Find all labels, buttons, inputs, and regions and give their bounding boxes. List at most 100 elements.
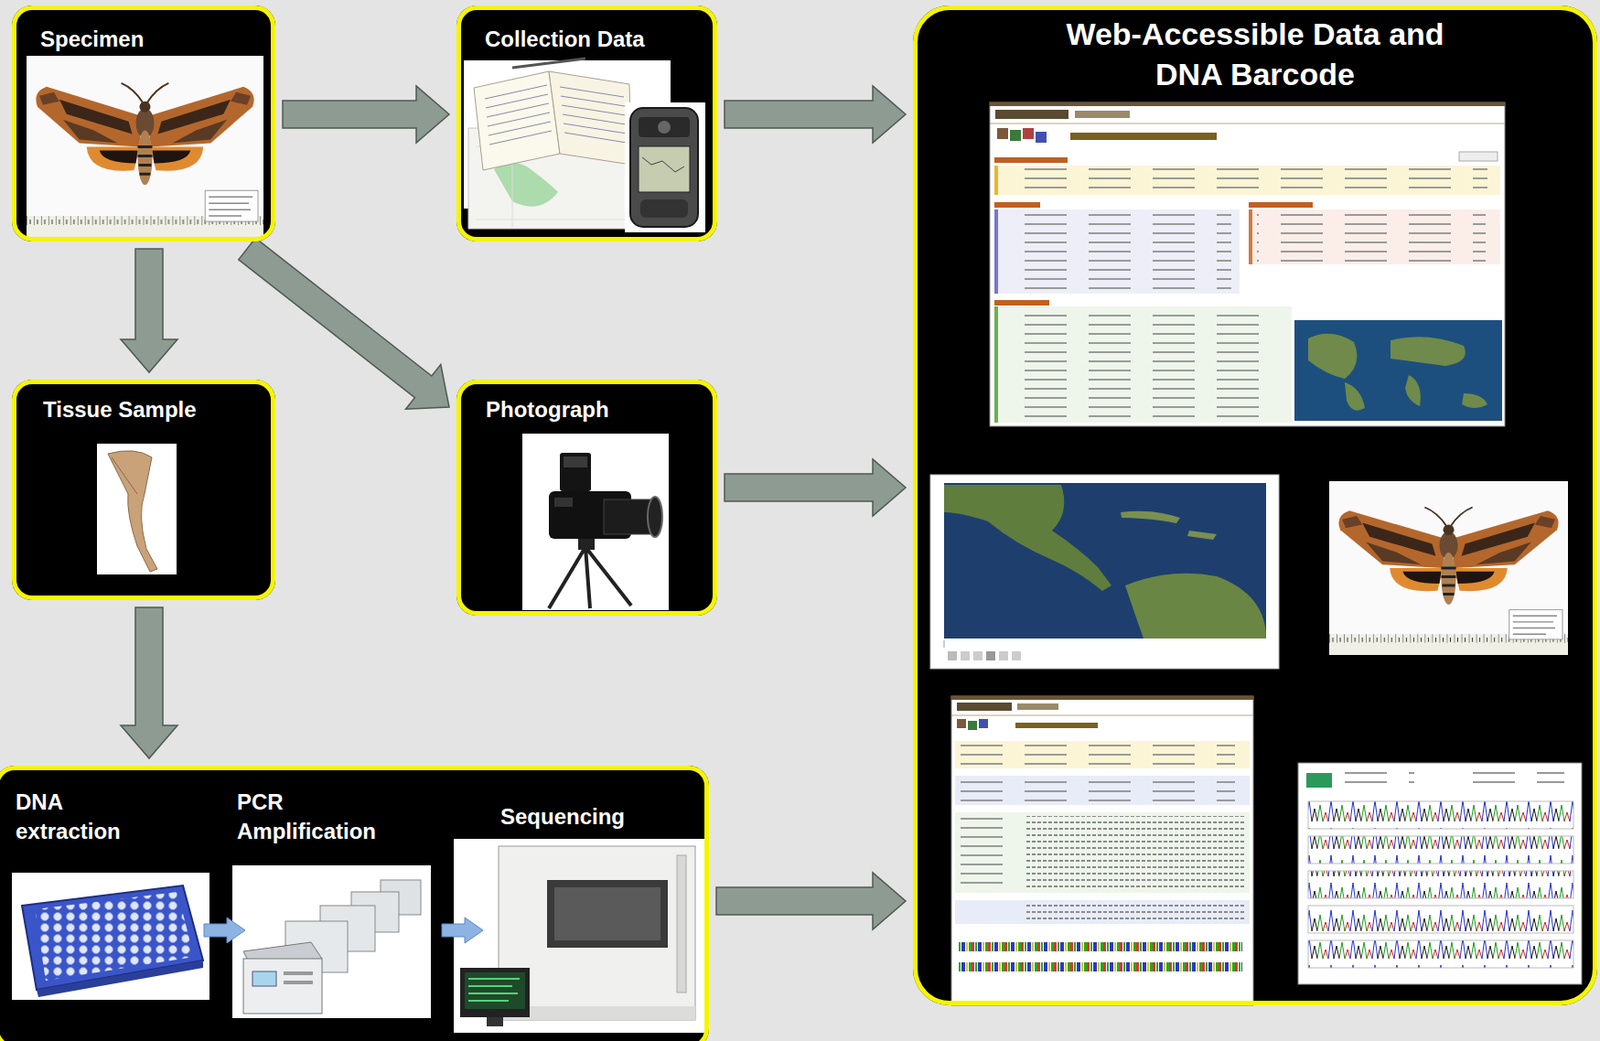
text-holder: Photograph (485, 396, 706, 424)
process-box: Tissue Sample (11, 379, 276, 601)
illustration-part (997, 128, 1009, 140)
illustration-part (548, 71, 632, 165)
illustration-part (1248, 209, 1253, 265)
illustration-part (960, 651, 970, 661)
text-holder: Web-Accessible Data and DNA Barcode (1044, 13, 1466, 95)
illustration-part (1009, 129, 1021, 141)
illustration-part (1002, 211, 1232, 292)
illustration-part (554, 497, 573, 507)
illustration-part (1035, 131, 1047, 143)
process-box: Specimen (11, 5, 276, 242)
illustration-part (989, 102, 1505, 427)
illustration-part (1329, 481, 1568, 656)
illustration-part (951, 696, 1254, 1006)
step-label: PCR Amplification (236, 787, 393, 847)
illustration-part (111, 457, 138, 494)
illustration-part (456, 5, 718, 242)
illustration-part (989, 102, 1505, 427)
illustration-part (1308, 836, 1574, 864)
illustration-part (1120, 511, 1217, 540)
illustration-part (1308, 333, 1488, 411)
box-heading: Collection Data (484, 25, 705, 54)
illustration-part (624, 102, 706, 233)
text-holder: Specimen (40, 25, 260, 54)
illustration-part (995, 109, 1069, 119)
illustration-part (493, 162, 559, 207)
illustration-part (989, 102, 1505, 107)
illustration-part (960, 814, 1003, 892)
illustration-part (460, 967, 530, 1018)
illustration-part (559, 452, 591, 492)
illustration-part (994, 165, 999, 195)
illustration-part (11, 5, 276, 242)
text-holder: Sequencing (500, 802, 666, 832)
illustration-part (1017, 703, 1059, 710)
illustration-part (951, 696, 1254, 700)
illustration-part (522, 433, 669, 611)
illustration-part (1294, 320, 1503, 421)
illustration-part (603, 499, 655, 535)
block-arrow (120, 607, 178, 759)
text-holder: DNA extraction (15, 787, 135, 847)
block-arrow (238, 237, 450, 409)
illustration-part (547, 880, 668, 948)
illustration-part (930, 474, 1279, 669)
illustration-part (1256, 211, 1486, 263)
illustration-part (1308, 905, 1574, 934)
illustration-part (453, 838, 705, 1033)
illustration-part (1070, 132, 1217, 140)
illustration-part (994, 209, 999, 294)
illustration-part (998, 651, 1009, 661)
illustration-part (951, 715, 1254, 717)
illustration-part (204, 917, 246, 944)
illustration-part (960, 742, 1235, 767)
illustration-part (473, 71, 560, 171)
illustration-part (21, 885, 204, 990)
illustration-part (283, 980, 313, 985)
illustration-part (640, 199, 688, 218)
illustration-part (1002, 308, 1278, 420)
output-panel: Web-Accessible Data and DNA Barcode (912, 5, 1598, 1006)
illustration-part (96, 443, 177, 575)
text-holder: PCR Amplification (236, 787, 393, 847)
illustration-part (994, 306, 1292, 423)
illustration-part (464, 972, 526, 1010)
illustration-part (252, 971, 277, 987)
illustration-part (958, 962, 1243, 972)
illustration-part (453, 838, 705, 1033)
illustration-part (930, 474, 1279, 669)
illustration-part (11, 872, 210, 1000)
illustration-part (1002, 167, 1488, 195)
illustration-part (958, 942, 1243, 952)
illustration-part (944, 640, 945, 648)
text-holder: Collection Data (484, 25, 705, 54)
illustration-part (642, 157, 685, 172)
illustration-part (960, 777, 1235, 804)
text-holder: Tissue Sample (42, 396, 263, 424)
illustration-part (973, 651, 983, 661)
illustration-part (441, 917, 484, 944)
illustration-part (1308, 870, 1574, 899)
illustration-part (1022, 128, 1034, 140)
illustration-part (512, 58, 586, 68)
illustration-part (994, 165, 1501, 195)
process-box: Collection Data (456, 5, 718, 242)
illustration-part (994, 300, 1050, 306)
illustration-part (0, 765, 709, 1041)
illustration-part (563, 456, 588, 468)
box-heading: Specimen (40, 25, 260, 54)
illustration-part (994, 157, 1068, 163)
illustration-part (232, 865, 431, 1019)
illustration-part (463, 58, 706, 233)
illustration-part (994, 209, 1240, 294)
illustration-part (96, 443, 177, 575)
illustration-part (989, 123, 1505, 125)
illustration-part (1298, 762, 1582, 985)
illustration-part (107, 451, 158, 572)
illustration-part (1459, 151, 1498, 162)
illustration-part (1024, 903, 1245, 921)
illustration-part (1248, 209, 1501, 265)
illustration-part (486, 1017, 504, 1027)
